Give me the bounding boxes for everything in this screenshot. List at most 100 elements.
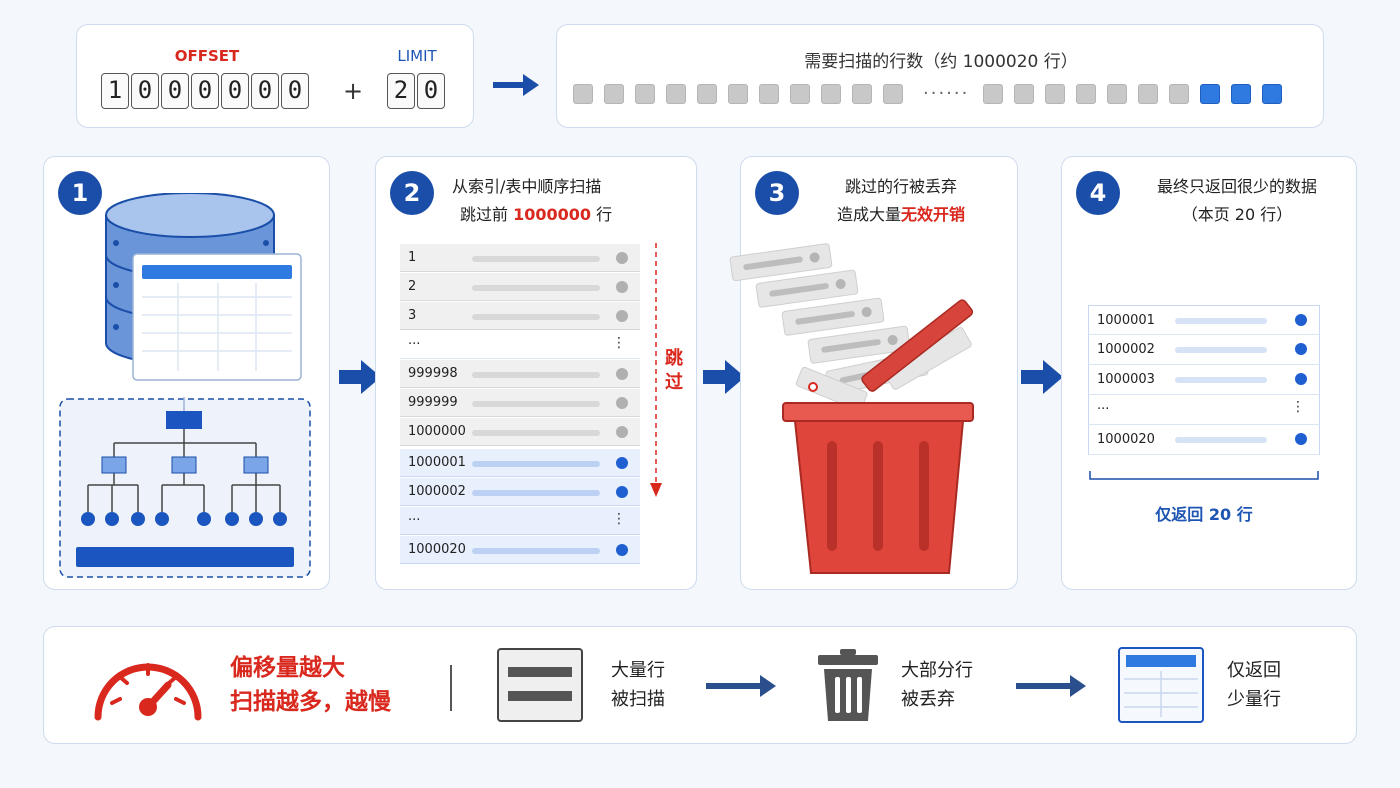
row-id: 1 (408, 250, 417, 265)
limit-digit: 2 (387, 73, 415, 109)
plus-sign: + (343, 77, 364, 105)
row-id: 1000000 (408, 424, 466, 439)
step-number: 3 (755, 171, 799, 215)
table-icon (132, 253, 302, 381)
skip-label: 跳过 (665, 347, 685, 395)
arrow-right-icon (1016, 675, 1086, 697)
result-row: 1000020 (1088, 425, 1320, 455)
kept-row: 1000020 (400, 536, 640, 564)
result-row: ··· ⋮ (1088, 395, 1320, 425)
scan-count-title: 需要扫描的行数（约 1000020 行） (804, 52, 1078, 72)
stage3-line1: 仅返回 (1227, 660, 1281, 681)
row-square (821, 84, 841, 104)
row-square (573, 84, 593, 104)
arrow-right-icon (339, 360, 381, 394)
row-square (604, 84, 624, 104)
speedometer-icon (94, 663, 202, 721)
skipped-row: 999998 (400, 360, 640, 388)
row-square (1138, 84, 1158, 104)
row-square (983, 84, 1003, 104)
row-id: 1000001 (408, 455, 466, 470)
vertical-ellipsis-icon: ⋮ (1291, 399, 1305, 415)
row-id: 3 (408, 308, 417, 323)
skipped-row: 3 (400, 302, 640, 330)
offset-digit: 0 (281, 73, 309, 109)
step3-highlight: 无效开销 (901, 205, 966, 224)
row-square (728, 84, 748, 104)
limit-label: LIMIT (397, 47, 437, 65)
row-bar (472, 314, 600, 320)
step3-card: 3 跳过的行被丢弃 造成大量无效开销 (729, 156, 1018, 590)
returned-row-square (1262, 84, 1282, 104)
offset-digit: 1 (101, 73, 129, 109)
row-square (1045, 84, 1065, 104)
row-square (883, 84, 903, 104)
summary-panel: 偏移量越大 扫描越多，越慢 大量行 被扫描 大部分行 被丢弃 仅返回 (43, 626, 1357, 744)
returned-row-square (1200, 84, 1220, 104)
stage1-line1: 大量行 (611, 660, 665, 681)
step3-line2-prefix: 造成大量 (836, 205, 901, 224)
step4-line2: （本页 20 行） (1181, 205, 1293, 224)
row-bar (1175, 377, 1267, 383)
skip-arrow-icon (650, 243, 662, 497)
warning-line1: 偏移量越大 (230, 655, 345, 681)
skip-label-text: 跳过 (665, 348, 683, 393)
vertical-ellipsis-icon: ⋮ (612, 511, 626, 527)
row-square (759, 84, 779, 104)
step-number: 1 (58, 171, 102, 215)
row-bar (1175, 318, 1267, 324)
divider (450, 665, 452, 711)
offset-label: OFFSET (174, 47, 240, 65)
kept-row: ··· ⋮ (400, 507, 640, 535)
skipped-row: 1 (400, 244, 640, 272)
skipped-row: 1000000 (400, 418, 640, 446)
result-row: 1000003 (1088, 365, 1320, 395)
row-id: 1000020 (1097, 432, 1155, 447)
row-id: 1000001 (1097, 313, 1155, 328)
row-dot-icon (1295, 433, 1307, 445)
arrow-right-icon (1021, 360, 1063, 394)
row-id: 1000020 (408, 542, 466, 557)
row-id: 2 (408, 279, 417, 294)
step2-line2: 跳过前 1000000 行 (460, 201, 612, 229)
step1-card: 1 (43, 156, 330, 590)
btree-index-icon (59, 397, 311, 578)
stage2-line1: 大部分行 (901, 660, 973, 681)
row-square (1107, 84, 1127, 104)
row-square (1014, 84, 1034, 104)
return-label: 仅返回 20 行 (1155, 505, 1253, 524)
row-id: 1000003 (1097, 372, 1155, 387)
row-id: ··· (408, 337, 421, 352)
row-dot-icon (1295, 314, 1307, 326)
warning-line2: 扫描越多，越慢 (230, 689, 391, 715)
result-row: 1000002 (1088, 335, 1320, 365)
row-square (1076, 84, 1096, 104)
row-dot-icon (616, 397, 628, 409)
row-id: 999999 (408, 395, 458, 410)
row-bar (472, 461, 600, 467)
result-table-icon (1118, 647, 1204, 723)
row-dot-icon (1295, 343, 1307, 355)
row-bar (472, 401, 600, 407)
row-dot-icon (616, 457, 628, 469)
stage2-line2: 被丢弃 (901, 689, 955, 710)
row-dot-icon (616, 368, 628, 380)
row-id: 999998 (408, 366, 458, 381)
limit-digit: 0 (417, 73, 445, 109)
step4-line1: 最终只返回很少的数据 (1156, 177, 1317, 196)
arrow-right-icon (703, 360, 745, 394)
offset-limit-panel: OFFSET LIMIT 1 0 0 0 0 0 0 + 2 0 (76, 24, 474, 128)
row-id: ··· (408, 513, 421, 528)
step3-line1: 跳过的行被丢弃 (844, 177, 957, 196)
stage1-line2: 被扫描 (611, 689, 665, 710)
row-dot-icon (616, 544, 628, 556)
row-dot-icon (616, 281, 628, 293)
row-square (1169, 84, 1189, 104)
row-id: ··· (1097, 402, 1110, 417)
kept-row: 1000001 (400, 449, 640, 477)
bracket-icon (1089, 471, 1319, 480)
arrow-right-icon (706, 675, 776, 697)
vertical-ellipsis-icon: ⋮ (612, 335, 626, 351)
